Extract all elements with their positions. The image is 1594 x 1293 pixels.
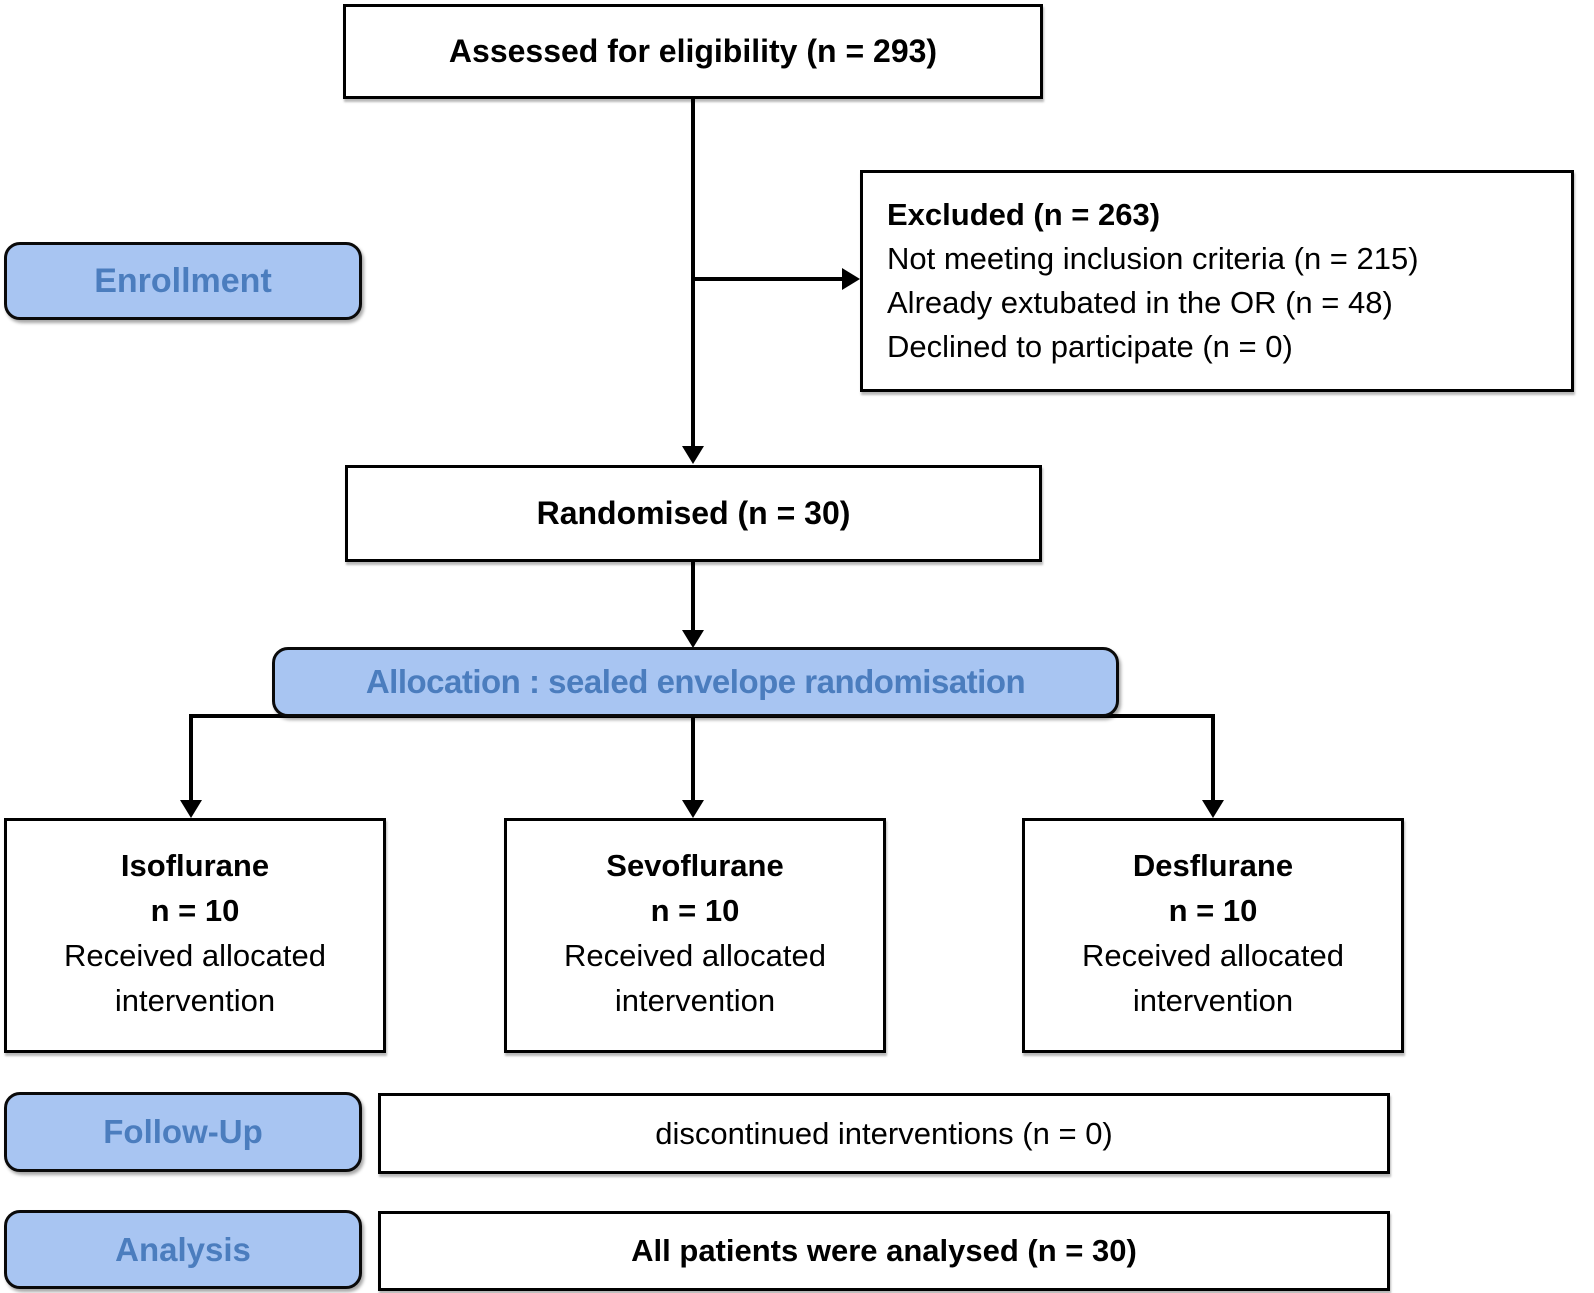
excluded-reason-1: Not meeting inclusion criteria (n = 215) xyxy=(887,241,1419,276)
analysis-stage-label: Analysis xyxy=(4,1210,362,1289)
followup-label-text: Follow-Up xyxy=(103,1113,263,1150)
arm-name: Isoflurane xyxy=(120,848,270,883)
isoflurane-arm-box: Isoflurane n = 10 Received allocated int… xyxy=(4,818,386,1053)
followup-box: discontinued interventions (n = 0) xyxy=(378,1093,1390,1174)
followup-text: discontinued interventions (n = 0) xyxy=(655,1115,1113,1151)
arrowhead-into-isoflurane xyxy=(180,800,202,818)
arm-name: Sevoflurane xyxy=(606,848,784,883)
arm-n: n = 10 xyxy=(650,893,740,928)
assessed-eligibility-box: Assessed for eligibility (n = 293) xyxy=(343,4,1043,99)
desflurane-arm-box: Desflurane n = 10 Received allocated int… xyxy=(1022,818,1404,1053)
connector-assessed-to-randomised xyxy=(691,99,695,447)
arrowhead-into-sevoflurane xyxy=(682,800,704,818)
branch-drop-center xyxy=(691,714,695,800)
followup-stage-label: Follow-Up xyxy=(4,1092,362,1172)
arm-body: Received allocated intervention xyxy=(64,938,326,1018)
excluded-box: Excluded (n = 263) Not meeting inclusion… xyxy=(860,170,1574,392)
allocation-label-text: Allocation : sealed envelope randomisati… xyxy=(365,663,1026,700)
branch-drop-right xyxy=(1211,714,1215,800)
sevoflurane-arm-box: Sevoflurane n = 10 Received allocated in… xyxy=(504,818,886,1053)
analysis-label-text: Analysis xyxy=(115,1230,251,1268)
enrollment-stage-label: Enrollment xyxy=(4,242,362,320)
excluded-reason-3: Declined to participate (n = 0) xyxy=(887,329,1293,364)
arrowhead-into-randomised xyxy=(682,446,704,464)
arrowhead-into-allocation xyxy=(682,630,704,648)
arm-n: n = 10 xyxy=(1168,893,1258,928)
analysis-box: All patients were analysed (n = 30) xyxy=(378,1211,1390,1291)
arrowhead-into-desflurane xyxy=(1202,800,1224,818)
excluded-title: Excluded (n = 263) xyxy=(887,197,1161,232)
connector-randomised-to-allocation xyxy=(691,562,695,630)
arm-n: n = 10 xyxy=(150,893,240,928)
randomised-text: Randomised (n = 30) xyxy=(536,495,851,531)
arrowhead-into-excluded xyxy=(842,268,860,290)
excluded-reason-2: Already extubated in the OR (n = 48) xyxy=(887,285,1393,320)
randomised-box: Randomised (n = 30) xyxy=(345,465,1042,562)
arm-body: Received allocated intervention xyxy=(1082,938,1344,1018)
arm-body: Received allocated intervention xyxy=(564,938,826,1018)
assessed-eligibility-text: Assessed for eligibility (n = 293) xyxy=(448,33,938,69)
arm-name: Desflurane xyxy=(1132,848,1294,883)
connector-to-excluded xyxy=(693,277,843,281)
analysis-text: All patients were analysed (n = 30) xyxy=(631,1233,1137,1268)
enrollment-label-text: Enrollment xyxy=(94,261,272,300)
allocation-stage-label: Allocation : sealed envelope randomisati… xyxy=(272,647,1119,717)
branch-drop-left xyxy=(189,714,193,800)
